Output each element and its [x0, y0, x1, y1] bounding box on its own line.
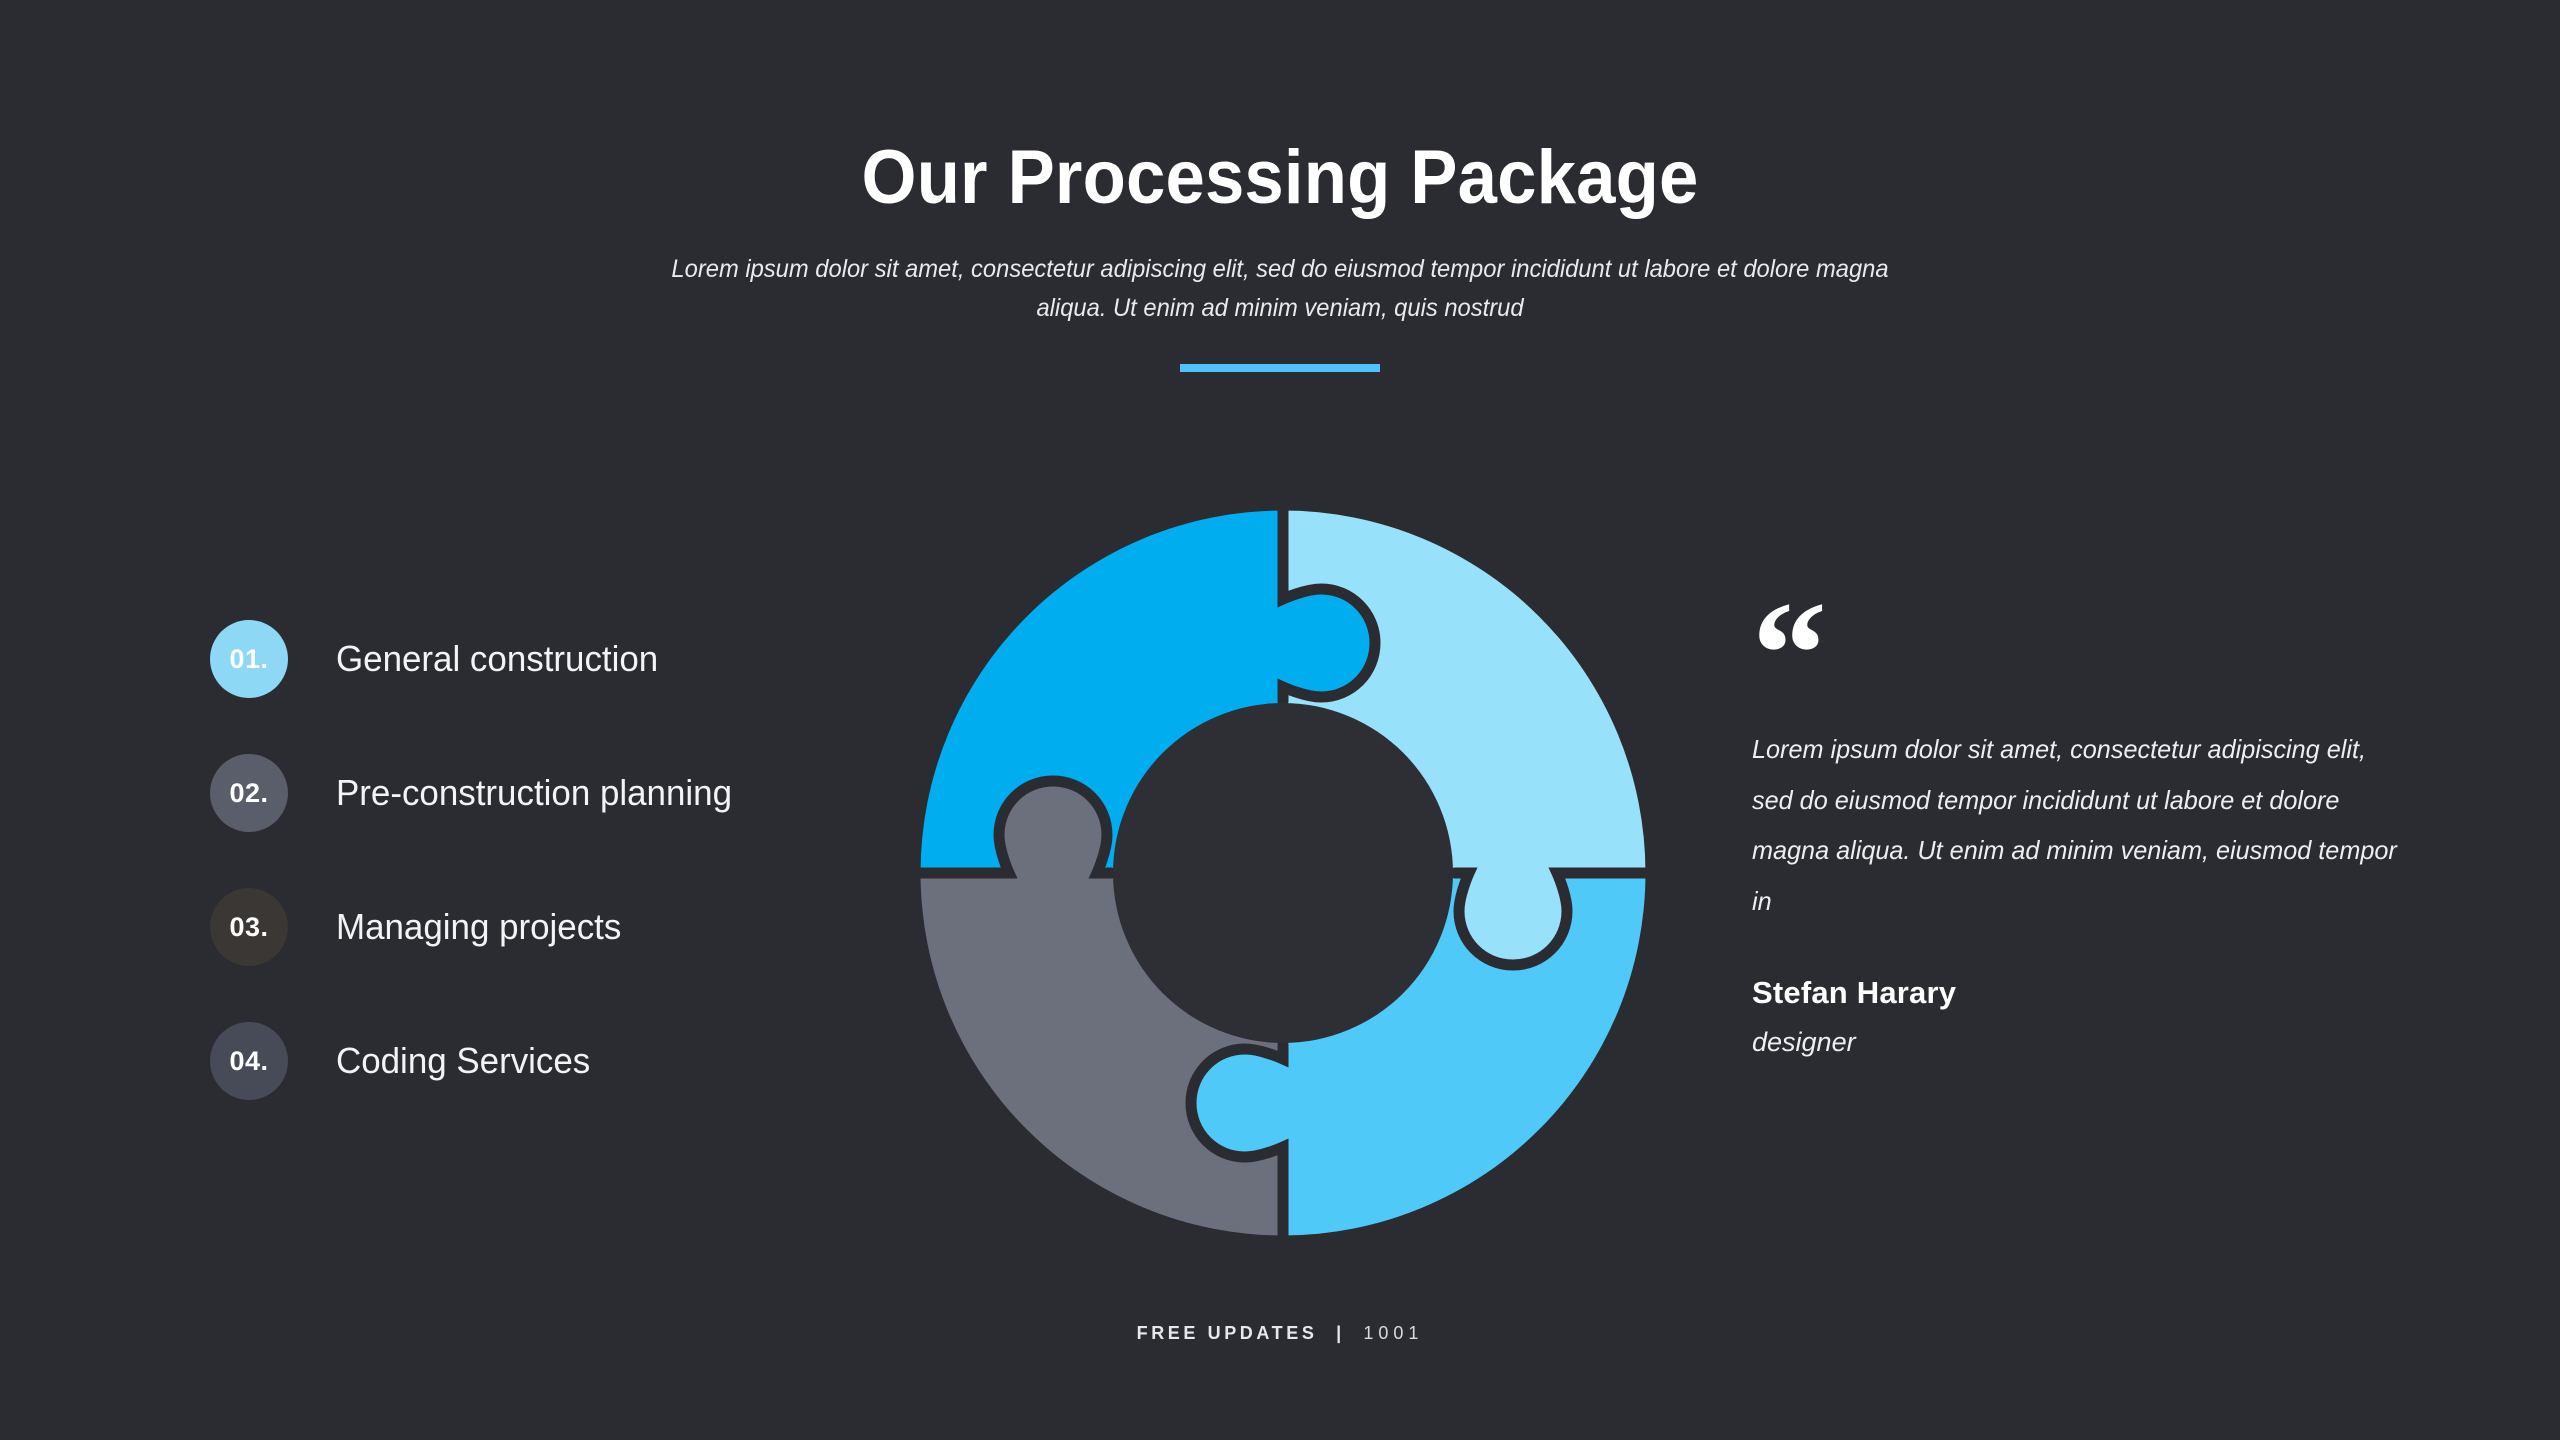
step-number: 04. [229, 1045, 269, 1076]
slide-subtitle: Lorem ipsum dolor sit amet, consectetur … [671, 255, 1889, 322]
step-number: 03. [229, 911, 269, 942]
testimonial-panel: “ Lorem ipsum dolor sit amet, consectetu… [1752, 571, 2432, 1058]
step-number: 02. [229, 777, 269, 808]
step-label: General construction [336, 638, 659, 679]
step-badge-03: 03. [210, 888, 288, 966]
puzzle-separators [913, 503, 1653, 1243]
list-item[interactable]: 02. Pre-construction planning [210, 754, 970, 832]
page-title: Our Processing Package [861, 135, 1699, 220]
step-label: Managing projects [336, 906, 622, 947]
accent-underline [1180, 363, 1380, 372]
step-badge-01: 01. [210, 620, 288, 698]
step-label: Coding Services [336, 1040, 591, 1081]
step-label: Pre-construction planning [336, 772, 732, 813]
list-item[interactable]: 04. Coding Services [210, 1022, 970, 1100]
slide-header: Our Processing Package Lorem ipsum dolor… [0, 140, 2560, 372]
steps-list: 01. General construction 02. Pre-constru… [210, 620, 970, 1156]
testimonial-quote: Lorem ipsum dolor sit amet, consectetur … [1752, 734, 2397, 917]
puzzle-ring-diagram [913, 503, 1653, 1243]
puzzle-center-hole [1113, 703, 1453, 1043]
footer-code: 1001 [1363, 1323, 1424, 1343]
testimonial-author-name: Stefan Harary [1752, 974, 1957, 1010]
step-badge-02: 02. [210, 754, 288, 832]
testimonial-author-role: designer [1752, 1026, 1856, 1057]
step-badge-04: 04. [210, 1022, 288, 1100]
list-item[interactable]: 01. General construction [210, 620, 970, 698]
footer-separator: | [1336, 1323, 1345, 1343]
list-item[interactable]: 03. Managing projects [210, 888, 970, 966]
quote-open-icon: “ [1752, 571, 1827, 737]
footer-label: FREE UPDATES [1136, 1323, 1318, 1343]
step-number: 01. [229, 643, 269, 674]
slide-footer: FREE UPDATES | 1001 [0, 1323, 2560, 1344]
